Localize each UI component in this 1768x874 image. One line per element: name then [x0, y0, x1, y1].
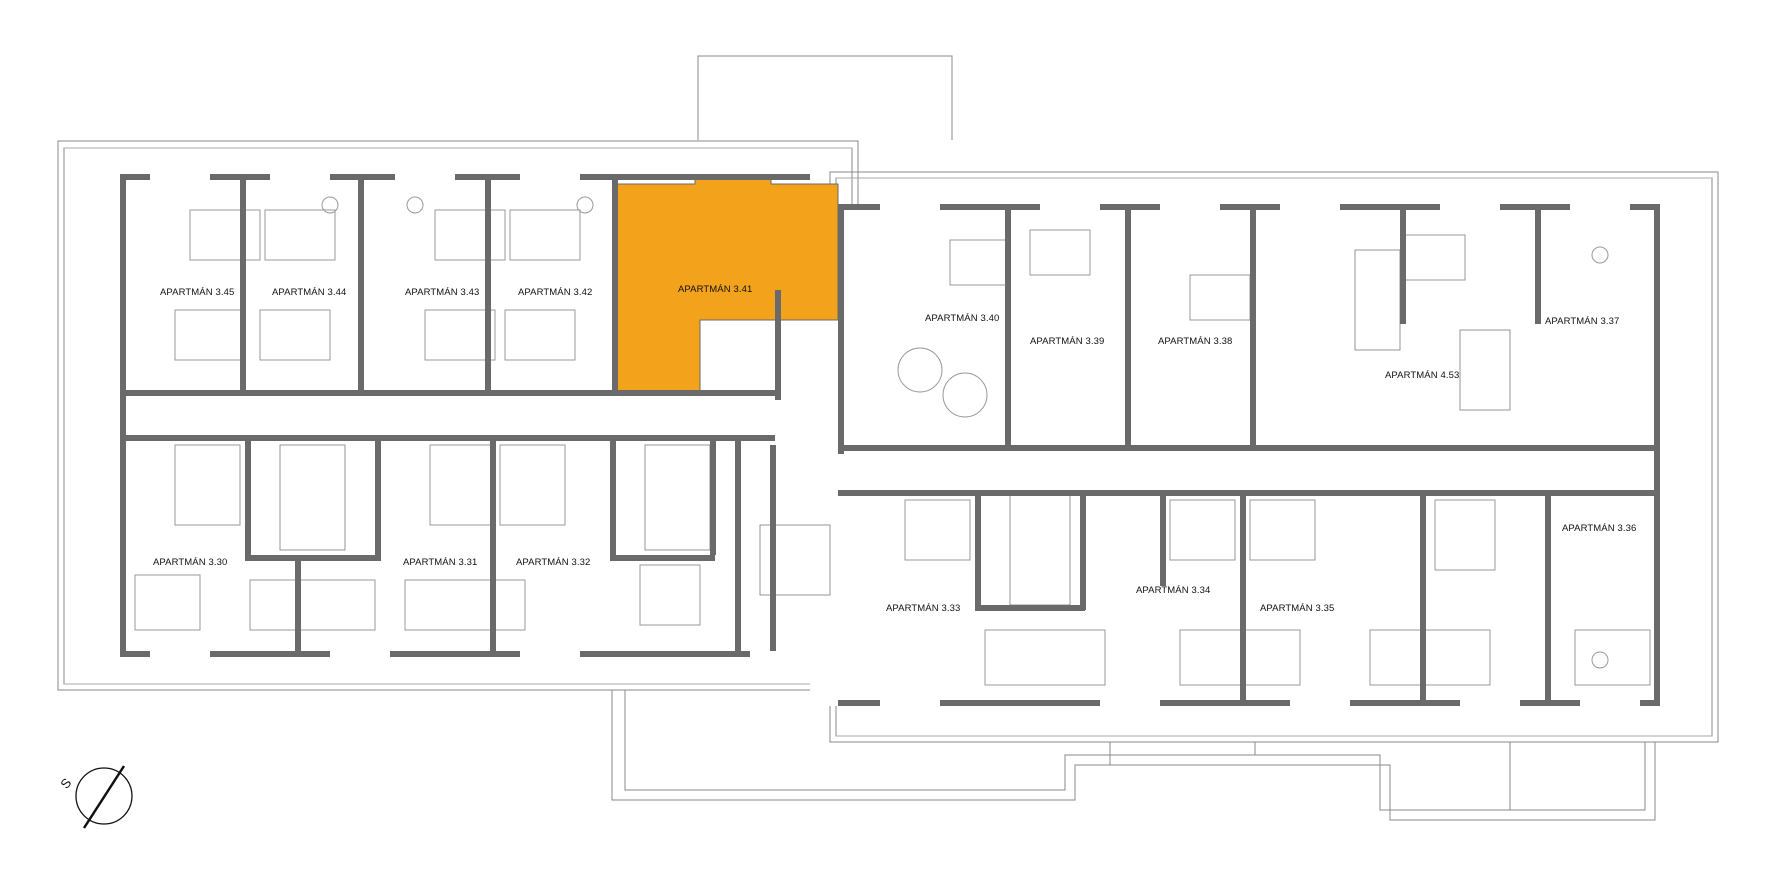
apartment-label-3-32: APARTMÁN 3.32: [516, 557, 590, 568]
apartment-label-3-34: APARTMÁN 3.34: [1136, 585, 1210, 596]
apartment-label-3-36: APARTMÁN 3.36: [1562, 523, 1636, 534]
apartment-label-3-43: APARTMÁN 3.43: [405, 287, 479, 298]
facade-windows: [150, 174, 1640, 706]
apartment-label-3-31: APARTMÁN 3.31: [403, 557, 477, 568]
apartment-label-3-35: APARTMÁN 3.35: [1260, 603, 1334, 614]
apartment-label-3-42: APARTMÁN 3.42: [518, 287, 592, 298]
apartment-label-3-38: APARTMÁN 3.38: [1158, 336, 1232, 347]
apartment-label-3-39: APARTMÁN 3.39: [1030, 336, 1104, 347]
apartment-label-3-30: APARTMÁN 3.30: [153, 557, 227, 568]
apartment-label-4-53: APARTMÁN 4.53: [1385, 370, 1459, 381]
interior-partitions: [134, 196, 1651, 686]
north-arrow-label: S: [57, 775, 74, 792]
apartment-label-3-33: APARTMÁN 3.33: [886, 603, 960, 614]
terrace-hatching: [64, 147, 1712, 737]
apartment-label-3-37: APARTMÁN 3.37: [1545, 316, 1619, 327]
north-arrow-icon: S: [57, 765, 133, 829]
apartment-label-3-40: APARTMÁN 3.40: [925, 313, 999, 324]
apartment-label-3-45: APARTMÁN 3.45: [160, 287, 234, 298]
structural-walls: [120, 174, 1660, 706]
apartment-labels: APARTMÁN 3.45 APARTMÁN 3.44 APARTMÁN 3.4…: [153, 284, 1636, 614]
apartment-label-3-44: APARTMÁN 3.44: [272, 287, 346, 298]
apartment-label-3-41[interactable]: APARTMÁN 3.41: [678, 284, 752, 295]
